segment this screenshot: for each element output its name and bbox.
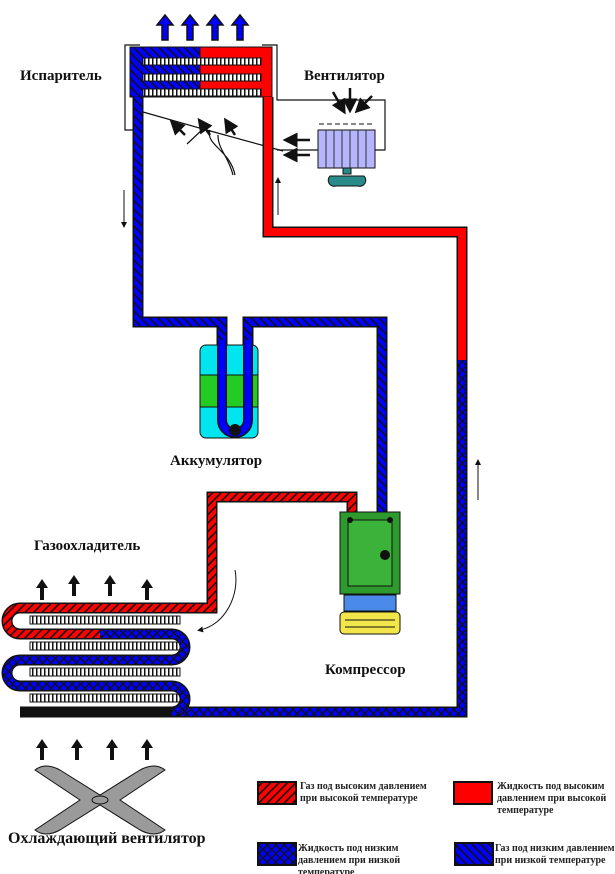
high-pressure-liquid-pipe [262,97,468,360]
legend-swatch-lp-gas [454,842,494,866]
gas-cooler [1,575,191,760]
compressor-label: Компрессор [325,662,406,678]
legend-swatch-lp-liquid [257,842,297,866]
fan-label: Вентилятор [304,68,385,84]
legend-swatch-hp-gas [257,781,297,805]
accumulator-label: Аккумулятор [170,453,263,469]
legend-swatches [257,781,494,866]
high-pressure-gas-pipe [160,491,358,614]
legend-text-lp-gas: Газ под низким давлением при низкой темп… [495,843,615,866]
legend-text-lp-liquid: Жидкость под низким давлением при низкой… [298,843,401,874]
airflow-arrows-icon [36,575,153,760]
cooling-fan [34,765,166,835]
gas-cooler-label: Газоохладитель [34,538,141,554]
blower-fan [169,88,376,187]
return-liquid-pipe [170,360,468,718]
evaporator [129,46,273,98]
accumulator [199,340,259,439]
legend-swatch-hp-liquid [453,781,493,805]
cooling-fan-label: Охлаждающий вентилятор [8,830,206,847]
legend-text-hp-liquid: Жидкость под высоким давлением при высок… [497,781,607,816]
evaporator-label: Испаритель [20,68,102,84]
airflow-out-arrows-icon [155,13,250,41]
compressor [339,511,401,635]
legend-text-hp-gas: Газ под высоким давлением при высокой те… [300,781,427,804]
flow-direction-arrows-icon [121,177,481,633]
